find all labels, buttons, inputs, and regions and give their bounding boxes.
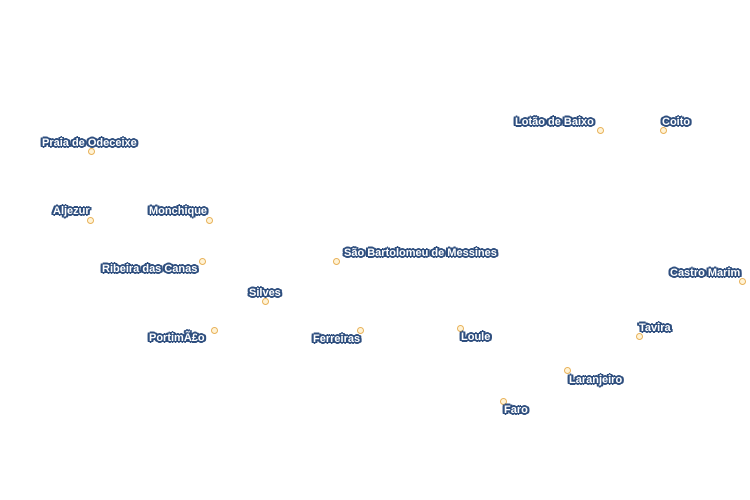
place-label: Castro Marim — [670, 267, 741, 279]
place-marker[interactable] — [636, 333, 643, 340]
place-marker[interactable] — [87, 217, 94, 224]
place-label: Laranjeiro — [569, 374, 623, 386]
place-marker[interactable] — [199, 258, 206, 265]
place-label: Silves — [249, 287, 281, 299]
place-marker[interactable] — [357, 327, 364, 334]
place-label: Ribeira das Canas — [102, 263, 198, 275]
place-label: Coito — [662, 116, 691, 128]
place-label: Lotão de Baixo — [515, 116, 594, 128]
place-label: Aljezur — [53, 205, 90, 217]
place-label: São Bartolomeu de Messines — [344, 247, 497, 259]
place-label: Tavira — [639, 322, 671, 334]
place-marker[interactable] — [262, 298, 269, 305]
place-marker[interactable] — [660, 127, 667, 134]
place-label: Loule — [461, 331, 491, 343]
place-marker[interactable] — [206, 217, 213, 224]
place-label: Faro — [504, 404, 528, 416]
place-label: Praia de Odeceixe — [42, 137, 137, 149]
place-marker[interactable] — [457, 325, 464, 332]
place-label: Ferreiras — [313, 333, 361, 345]
place-marker[interactable] — [500, 398, 507, 405]
place-marker[interactable] — [564, 367, 571, 374]
place-marker[interactable] — [88, 148, 95, 155]
place-marker[interactable] — [211, 327, 218, 334]
place-label: Monchique — [149, 205, 208, 217]
place-marker[interactable] — [597, 127, 604, 134]
place-label: PortimÃ£o — [149, 332, 205, 344]
place-marker[interactable] — [333, 258, 340, 265]
place-marker[interactable] — [739, 278, 746, 285]
